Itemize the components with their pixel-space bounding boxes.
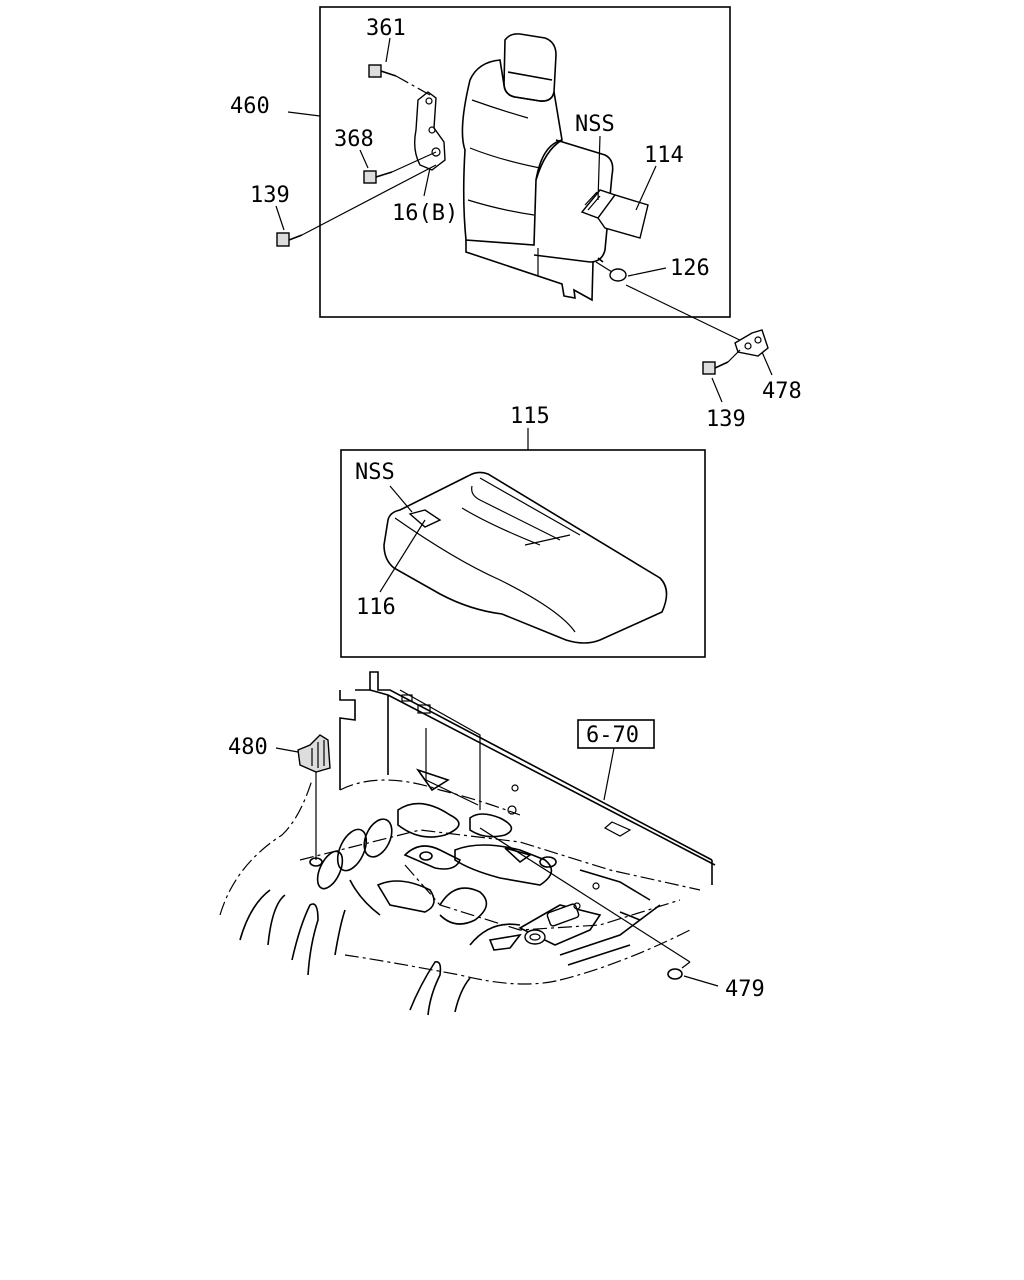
part-number-labels: 361 460 368 139 16(B) NSS 114 126 478 13… [228, 16, 802, 1002]
leader-479 [683, 975, 719, 987]
label-139-upper: 139 [250, 183, 290, 208]
label-361: 361 [366, 16, 406, 41]
seat-cushion-group [340, 428, 706, 658]
bolt-361-icon [368, 64, 431, 96]
leader-116 [379, 519, 426, 593]
seat-back-group [276, 6, 731, 318]
leader-lines-1 [275, 37, 773, 403]
clip-480-icon [297, 734, 331, 867]
bolt-139-upper-icon [276, 164, 437, 247]
seat-cushion-frame [340, 449, 706, 658]
leader-nss2 [389, 485, 413, 513]
label-460: 460 [230, 94, 270, 119]
label-116: 116 [356, 595, 396, 620]
label-6-70: 6-70 [586, 723, 639, 748]
label-479: 479 [725, 977, 765, 1002]
label-480: 480 [228, 735, 268, 760]
seat-back-frame [319, 6, 731, 318]
label-478: 478 [762, 379, 802, 404]
bracket-478-group [625, 284, 769, 375]
label-126: 126 [670, 256, 710, 281]
label-nss-upper: NSS [575, 112, 615, 137]
floor-group [219, 671, 719, 1016]
seat-back-illustration [413, 33, 649, 302]
label-139-lower: 139 [706, 407, 746, 432]
label-368: 368 [334, 127, 374, 152]
grommet-479-icon [479, 827, 691, 980]
label-nss-lower: NSS [355, 460, 395, 485]
grommet-126-icon [595, 261, 627, 282]
leader-480 [275, 747, 299, 753]
label-16b: 16(B) [392, 201, 458, 226]
label-114: 114 [644, 143, 684, 168]
bolt-368-icon [363, 151, 437, 184]
seat-cushion-illustration [383, 471, 668, 644]
label-115: 115 [510, 404, 550, 429]
reference-box-6-70 [577, 719, 655, 749]
leader-6-70 [603, 747, 615, 801]
